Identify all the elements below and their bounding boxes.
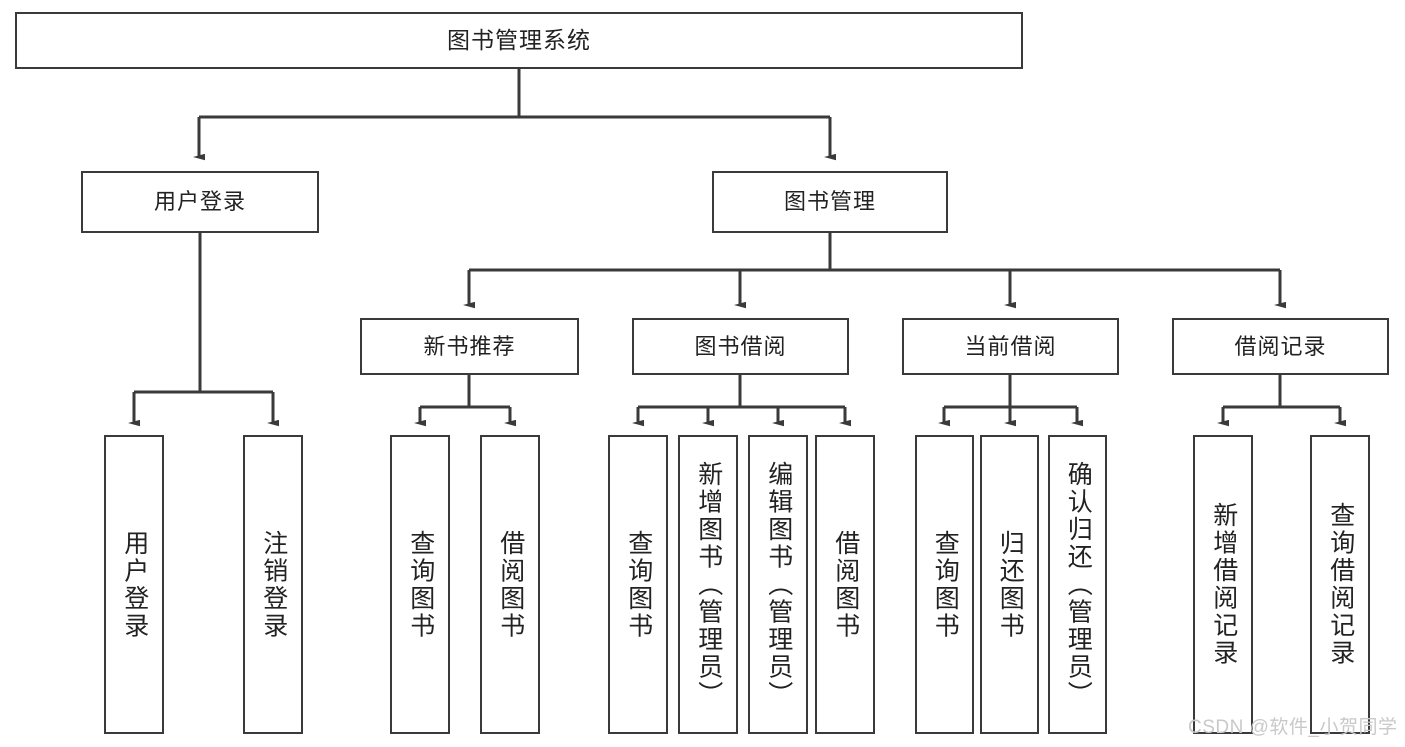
node-book-borrow[interactable]: 图书借阅 <box>632 318 849 375</box>
node-leaf-add-book-label: 新增图书（管理员） <box>694 460 723 709</box>
node-user-login-label: 用户登录 <box>153 189 246 215</box>
node-current-borrow[interactable]: 当前借阅 <box>902 318 1119 375</box>
node-leaf-borrow-book-1-label: 借阅图书 <box>496 529 525 640</box>
node-leaf-add-record-label: 新增借阅记录 <box>1209 502 1238 667</box>
node-leaf-user-login-label: 用户登录 <box>120 529 149 640</box>
node-book-manage-label: 图书管理 <box>783 189 876 215</box>
node-borrow-record[interactable]: 借阅记录 <box>1172 318 1389 375</box>
node-leaf-query-book-3[interactable]: 查询图书 <box>915 435 974 734</box>
node-leaf-edit-book-label: 编辑图书（管理员） <box>764 460 793 709</box>
node-leaf-return-book[interactable]: 归还图书 <box>980 435 1039 734</box>
node-leaf-borrow-book-2[interactable]: 借阅图书 <box>815 435 875 734</box>
node-leaf-query-book-2[interactable]: 查询图书 <box>608 435 668 734</box>
node-borrow-record-label: 借阅记录 <box>1234 333 1327 359</box>
node-leaf-add-book[interactable]: 新增图书（管理员） <box>678 435 738 734</box>
node-leaf-query-book-1-label: 查询图书 <box>406 529 435 640</box>
node-leaf-user-login[interactable]: 用户登录 <box>104 435 164 734</box>
node-leaf-query-record[interactable]: 查询借阅记录 <box>1310 435 1370 734</box>
node-user-login[interactable]: 用户登录 <box>81 171 319 233</box>
node-leaf-borrow-book-2-label: 借阅图书 <box>831 529 860 640</box>
node-leaf-query-book-3-label: 查询图书 <box>931 529 960 640</box>
node-new-book-recommend-label: 新书推荐 <box>423 333 516 359</box>
node-leaf-confirm-return-label: 确认归还（管理员） <box>1064 460 1093 709</box>
node-leaf-confirm-return[interactable]: 确认归还（管理员） <box>1048 435 1107 734</box>
node-leaf-logout-label: 注销登录 <box>259 529 288 640</box>
node-leaf-add-record[interactable]: 新增借阅记录 <box>1193 435 1253 734</box>
node-root-label: 图书管理系统 <box>447 27 591 54</box>
node-leaf-return-book-label: 归还图书 <box>996 529 1025 640</box>
node-book-borrow-label: 图书借阅 <box>694 333 787 359</box>
node-leaf-query-book-1[interactable]: 查询图书 <box>390 435 450 734</box>
node-leaf-query-record-label: 查询借阅记录 <box>1326 502 1355 667</box>
node-leaf-edit-book[interactable]: 编辑图书（管理员） <box>748 435 808 734</box>
node-book-manage[interactable]: 图书管理 <box>712 171 948 233</box>
node-leaf-borrow-book-1[interactable]: 借阅图书 <box>480 435 540 734</box>
node-leaf-logout[interactable]: 注销登录 <box>243 435 303 734</box>
node-leaf-query-book-2-label: 查询图书 <box>624 529 653 640</box>
node-current-borrow-label: 当前借阅 <box>964 333 1057 359</box>
node-new-book-recommend[interactable]: 新书推荐 <box>360 318 579 375</box>
node-root[interactable]: 图书管理系统 <box>15 12 1023 69</box>
